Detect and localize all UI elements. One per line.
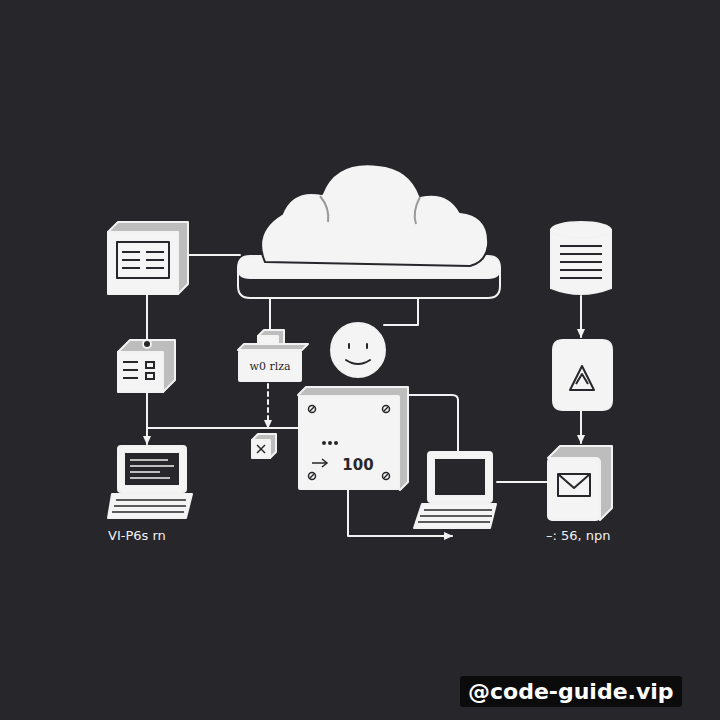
device-box: w0 rlza [238, 350, 302, 382]
device-label: VI-P6s rn [108, 528, 166, 543]
router-box: 100 [298, 395, 400, 490]
device-label: –: 56, npn [546, 528, 611, 543]
watermark: @code-guide.vip [460, 676, 682, 707]
box-decoration [300, 397, 398, 488]
node-text: 100 [342, 456, 373, 474]
node-text: w0 rlza [249, 360, 290, 373]
